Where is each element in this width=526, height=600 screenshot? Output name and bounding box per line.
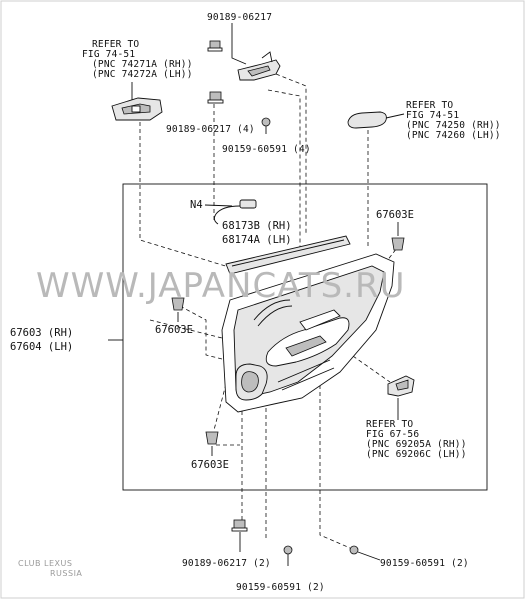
label-refer-right-4: (PNC 74260 (LH)) xyxy=(406,130,501,141)
top-clip-part xyxy=(207,40,223,52)
label-board-rh: 67603 (RH) xyxy=(10,327,73,339)
label-refer-right-2: FIG 74-51 xyxy=(406,110,459,121)
corner-logo-line2: RUSSIA xyxy=(50,569,82,578)
label-68174a: 68174A (LH) xyxy=(222,234,292,246)
label-bottom-clip: 90189-06217 (2) xyxy=(182,558,271,569)
leader-top-clip xyxy=(231,23,247,65)
clip-4-part xyxy=(207,91,224,104)
label-refer-left-1: REFER TO xyxy=(92,39,139,50)
label-refer-right-1: REFER TO xyxy=(406,100,453,111)
label-refer-lower-1: REFER TO xyxy=(366,419,413,430)
label-clip-4: 90189-06217 (4) xyxy=(166,124,255,135)
watermark: WWW.JAPANCATS.RU xyxy=(36,266,406,306)
right-ornament-part xyxy=(347,111,387,129)
left-switch-bezel-part xyxy=(111,97,163,121)
label-clip-left: 67603E xyxy=(155,324,193,336)
label-n4: N4 xyxy=(190,199,203,211)
label-top-clip: 90189-06217 xyxy=(207,12,272,23)
label-refer-left-4: (PNC 74272A (LH)) xyxy=(92,69,193,80)
label-refer-lower-2: FIG 67-56 xyxy=(366,429,419,440)
bottom-clip-part xyxy=(231,519,248,532)
top-bezel-part xyxy=(237,51,281,81)
clip-right-part xyxy=(391,237,405,251)
label-bottom-screw-mid: 90159-60591 (2) xyxy=(236,582,325,593)
label-refer-lower-3: (PNC 69205A (RH)) xyxy=(366,439,467,450)
bottom-screw-right-part xyxy=(349,545,381,561)
label-refer-left-3: (PNC 74271A (RH)) xyxy=(92,59,193,70)
leader-n4 xyxy=(204,204,233,207)
label-board-lh: 67604 (LH) xyxy=(10,341,73,353)
leader-refer-right xyxy=(385,113,405,119)
label-screw-4: 90159-60591 (4) xyxy=(222,144,311,155)
door-trim-board xyxy=(221,253,395,413)
label-clip-right: 67603E xyxy=(376,209,414,221)
corner-logo-line1: CLUB LEXUS xyxy=(18,559,72,568)
label-refer-right-3: (PNC 74250 (RH)) xyxy=(406,120,501,131)
assembly-box xyxy=(122,183,488,491)
label-refer-lower-4: (PNC 69206C (LH)) xyxy=(366,449,467,460)
label-clip-bottom: 67603E xyxy=(191,459,229,471)
wire-harness-part xyxy=(213,199,257,225)
label-refer-left-2: FIG 74-51 xyxy=(82,49,135,60)
weatherstrip-part xyxy=(225,235,351,275)
clip-left-part xyxy=(171,297,185,311)
bottom-screw-mid-part xyxy=(283,545,293,566)
clip-bottom-part xyxy=(205,431,219,445)
label-bottom-screw-right: 90159-60591 (2) xyxy=(380,558,469,569)
screw-4-part xyxy=(261,117,271,134)
lower-ornament-part xyxy=(387,375,415,397)
label-68173b: 68173B (RH) xyxy=(222,220,292,232)
